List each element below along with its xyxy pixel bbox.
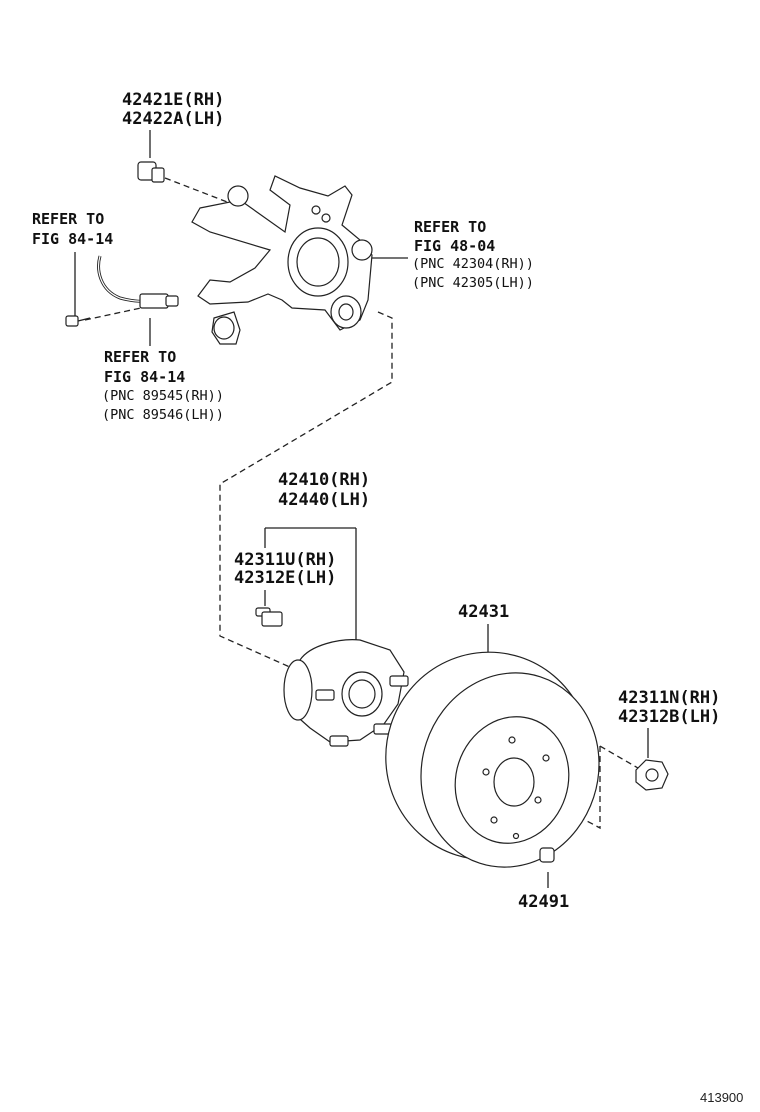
- label-nut-rh: 42311N(RH): [618, 688, 721, 708]
- label-refer-b-1: REFER TO: [104, 348, 177, 366]
- hub-bearing: [283, 639, 409, 747]
- label-nut-lh: 42312B(LH): [618, 707, 721, 727]
- label-pnc-89546: (PNC 89546(LH)): [102, 407, 224, 423]
- abs-sensor: [97, 255, 179, 309]
- label-pnc-89545: (PNC 89545(RH)): [102, 388, 224, 404]
- label-hub-bolt-lh: 42312E(LH): [234, 568, 337, 588]
- label-knuckle-bolt-rh: 42421E(RH): [122, 90, 225, 110]
- label-knuckle-bolt-lh: 42422A(LH): [122, 109, 225, 129]
- label-plug: 42491: [518, 892, 570, 912]
- figure-id: 413900: [700, 1090, 744, 1105]
- dash-nut-a: [599, 745, 639, 769]
- sensor-bolt: [65, 315, 91, 327]
- label-hub-lh: 42440(LH): [278, 490, 371, 510]
- plug: [539, 847, 555, 863]
- label-refer-a-2: FIG 84-14: [32, 230, 114, 248]
- label-refer-b-2: FIG 84-14: [104, 368, 186, 386]
- label-hub-rh: 42410(RH): [278, 470, 371, 490]
- label-pnc-42304: (PNC 42304(RH)): [412, 256, 534, 272]
- dash-knuckle-bolt: [164, 177, 236, 206]
- dash-nut-b: [539, 746, 601, 830]
- hub-bolt: [255, 607, 283, 627]
- label-disc: 42431: [458, 602, 510, 622]
- hub-nut: [635, 759, 669, 791]
- dash-hub-axis: [219, 311, 393, 669]
- knuckle-bolt: [137, 161, 165, 183]
- brake-disc: [385, 651, 600, 868]
- dash-sensor-bolt: [84, 305, 151, 321]
- steering-knuckle: [191, 175, 373, 345]
- label-refer-knuckle-2: FIG 48-04: [414, 237, 496, 255]
- label-pnc-42305: (PNC 42305(LH)): [412, 275, 534, 291]
- label-refer-a-1: REFER TO: [32, 210, 105, 228]
- label-refer-knuckle-1: REFER TO: [414, 218, 487, 236]
- label-hub-bolt-rh: 42311U(RH): [234, 550, 337, 570]
